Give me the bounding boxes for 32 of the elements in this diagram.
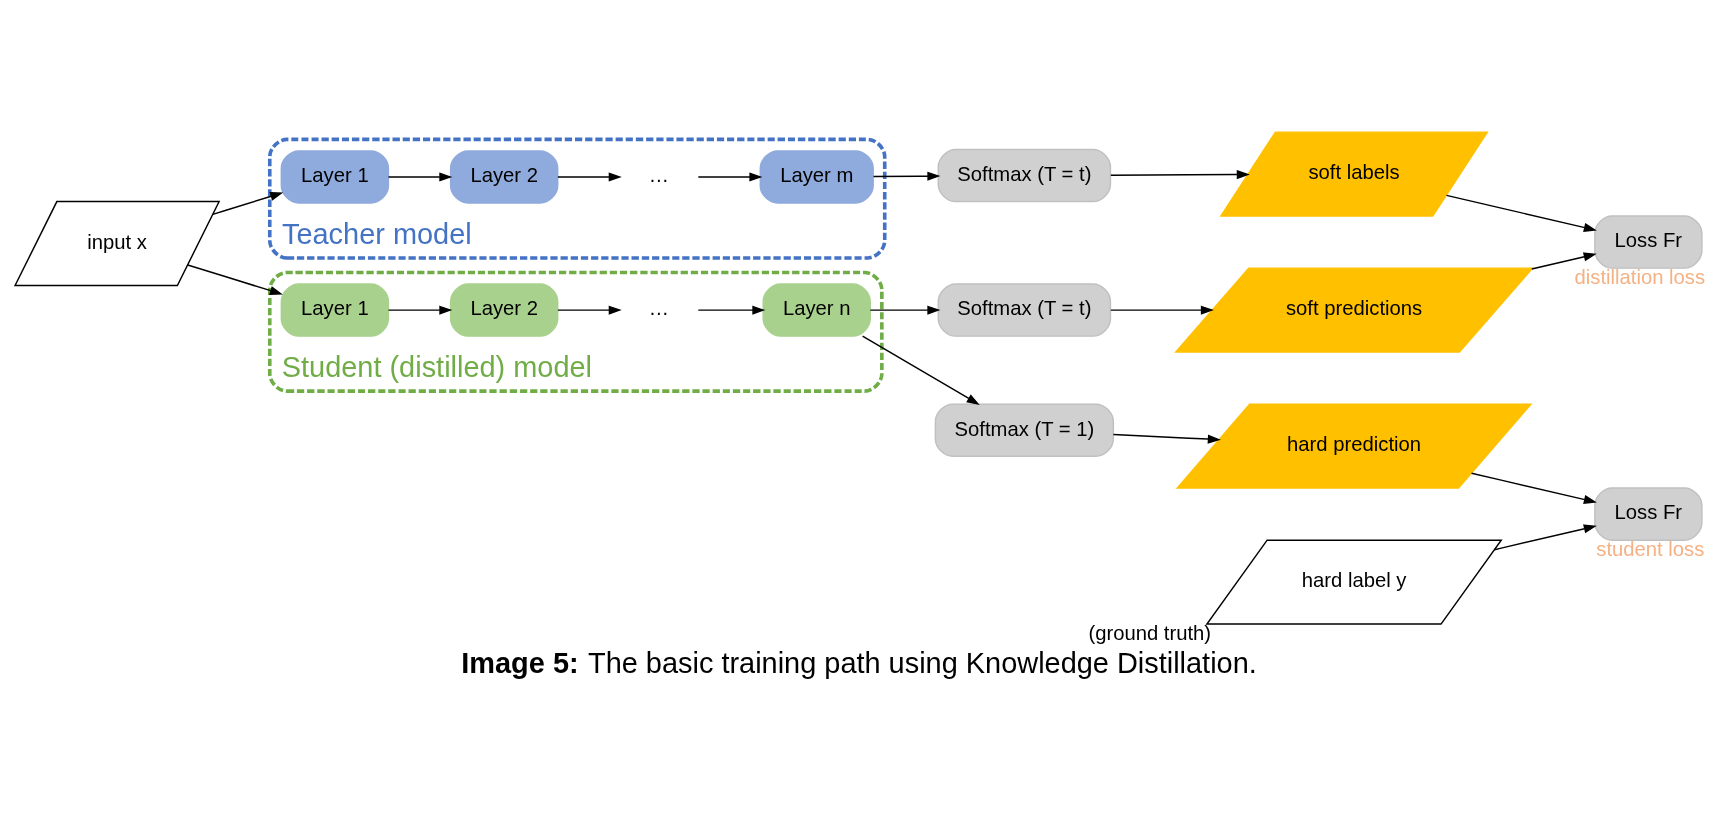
arrow	[557, 305, 622, 315]
node-box: Softmax (T = t)	[937, 148, 1112, 202]
arrow	[1470, 471, 1597, 504]
arrow	[557, 171, 622, 182]
node-box: Layer 1	[280, 149, 390, 204]
arrow	[869, 305, 941, 315]
node-box: Softmax (T = 1)	[934, 402, 1115, 457]
node-text: …	[648, 163, 670, 186]
arrow	[1110, 169, 1250, 179]
node-box: Layer 2	[449, 282, 559, 337]
arrow	[1531, 251, 1597, 270]
arrow	[1112, 433, 1221, 444]
arrow	[187, 263, 283, 295]
node-box: Softmax (T = t)	[937, 282, 1112, 337]
arrow	[1110, 305, 1214, 315]
caption: Image 5: The basic training path using Knowledge Distillation.	[461, 646, 1257, 679]
node-box: Loss Fr	[1594, 214, 1703, 269]
arrow	[872, 171, 941, 181]
node-box: Layer n	[762, 282, 871, 337]
node-box: Loss Fr	[1594, 486, 1703, 541]
arrow	[1493, 523, 1597, 550]
node-box: Layer 1	[280, 282, 390, 337]
arrow	[387, 305, 453, 315]
node-box: Layer m	[759, 149, 874, 204]
arrow	[697, 305, 766, 315]
arrow	[1445, 194, 1597, 232]
node-text: …	[648, 296, 670, 319]
arrow	[212, 191, 284, 215]
arrow	[697, 171, 763, 182]
arrow	[861, 334, 980, 405]
arrow	[387, 171, 453, 182]
node-box: Layer 2	[449, 149, 559, 204]
